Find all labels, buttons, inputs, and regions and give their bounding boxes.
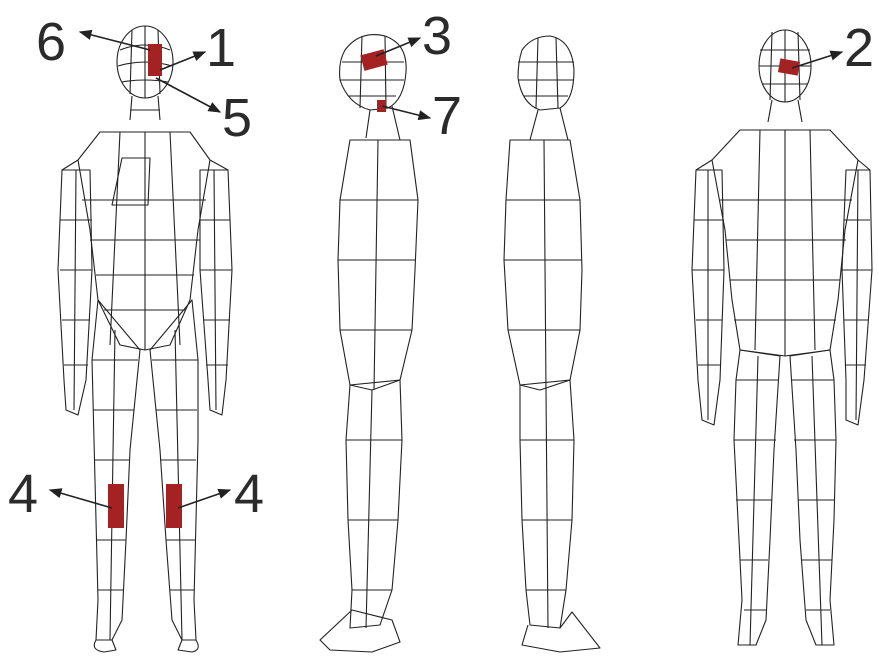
back-view-figure xyxy=(692,30,872,645)
arrow-6 xyxy=(80,32,150,50)
label-7: 7 xyxy=(432,86,462,146)
left-knee-marker xyxy=(108,484,124,528)
side-view-left-figure xyxy=(320,35,418,652)
label-1: 1 xyxy=(206,18,236,78)
arrow-7 xyxy=(382,106,430,118)
label-2: 2 xyxy=(844,18,874,78)
label-4-right: 4 xyxy=(234,464,264,524)
label-3: 3 xyxy=(422,6,452,66)
label-6: 6 xyxy=(36,12,66,72)
arrow-3 xyxy=(376,38,420,56)
arrow-5 xyxy=(156,78,220,112)
forehead-marker-front xyxy=(148,44,162,76)
right-knee-marker xyxy=(166,484,182,528)
label-5: 5 xyxy=(222,88,252,148)
front-view-figure xyxy=(58,26,232,652)
side-view-right-figure xyxy=(504,36,600,652)
arrow-1 xyxy=(160,52,205,70)
label-4-left: 4 xyxy=(8,464,38,524)
arrow-2 xyxy=(792,52,842,68)
arrow-4-right xyxy=(178,490,230,508)
arrow-4-left xyxy=(50,490,112,508)
